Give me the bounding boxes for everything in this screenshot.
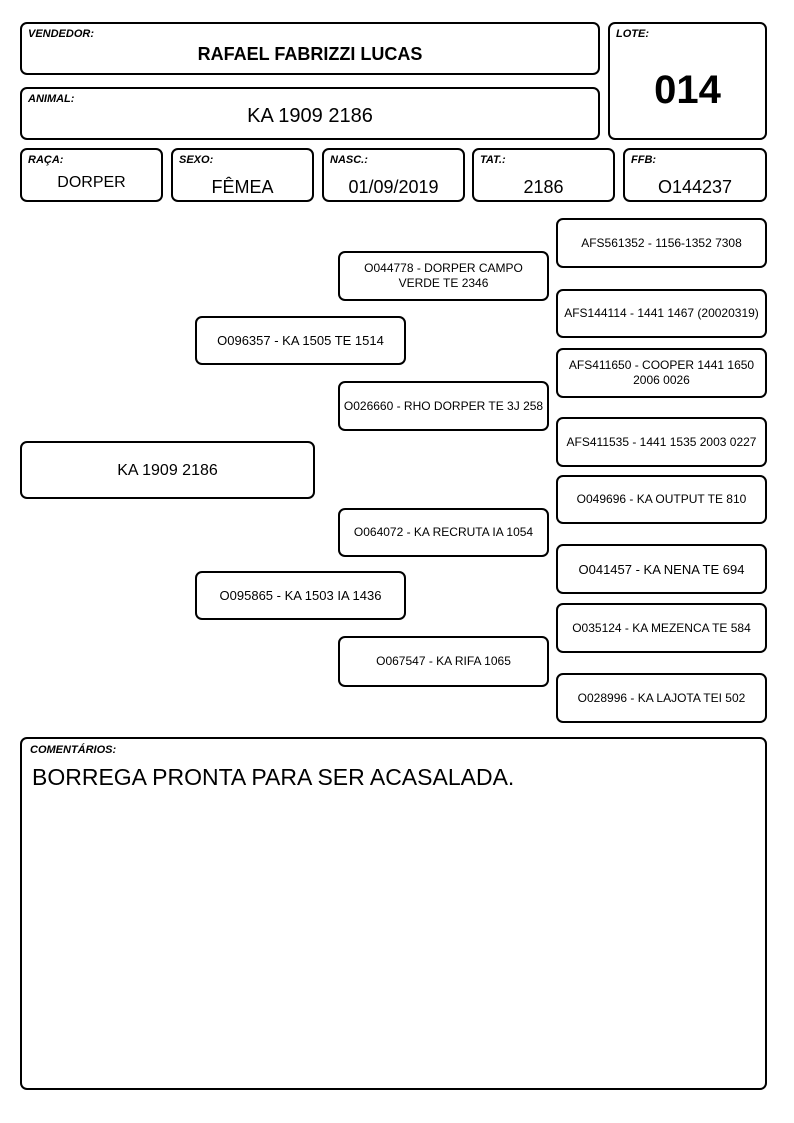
ffb-label: FFB: bbox=[631, 154, 657, 166]
pedigree-dam-dam-text: O067547 - KA RIFA 1065 bbox=[376, 654, 511, 668]
pedigree-sire-sire: O044778 - DORPER CAMPO VERDE TE 2346 bbox=[338, 251, 549, 301]
tat-box: TAT.: 2186 bbox=[472, 148, 615, 202]
lote-label: LOTE: bbox=[616, 28, 649, 40]
pedigree-ggp-6-text: O041457 - KA NENA TE 694 bbox=[578, 561, 745, 577]
pedigree-ggp-5: O049696 - KA OUTPUT TE 810 bbox=[556, 475, 767, 524]
animal-value: KA 1909 2186 bbox=[247, 105, 373, 127]
raca-box: RAÇA: DORPER bbox=[20, 148, 163, 202]
tat-label: TAT.: bbox=[480, 154, 506, 166]
pedigree-sire-sire-text: O044778 - DORPER CAMPO VERDE TE 2346 bbox=[364, 261, 523, 290]
pedigree-ggp-4: AFS411535 - 1441 1535 2003 0227 bbox=[556, 417, 767, 467]
pedigree-dam-dam: O067547 - KA RIFA 1065 bbox=[338, 636, 549, 687]
comments-text: BORREGA PRONTA PARA SER ACASALADA. bbox=[32, 764, 515, 790]
animal-box: ANIMAL: KA 1909 2186 bbox=[20, 87, 600, 140]
pedigree-dam-text: O095865 - KA 1503 IA 1436 bbox=[219, 588, 382, 603]
pedigree-ggp-1: AFS561352 - 1156-1352 7308 bbox=[556, 218, 767, 268]
animal-label: ANIMAL: bbox=[28, 93, 75, 105]
raca-label: RAÇA: bbox=[28, 154, 64, 166]
sexo-value: FÊMEA bbox=[211, 177, 274, 197]
pedigree-sire: O096357 - KA 1505 TE 1514 bbox=[195, 316, 406, 365]
pedigree-dam-sire-text: O064072 - KA RECRUTA IA 1054 bbox=[353, 525, 534, 539]
vendedor-label: VENDEDOR: bbox=[28, 28, 95, 40]
pedigree-dam-sire: O064072 - KA RECRUTA IA 1054 bbox=[338, 508, 549, 557]
pedigree-ggp-1-text: AFS561352 - 1156-1352 7308 bbox=[581, 235, 742, 250]
pedigree-ggp-2: AFS144114 - 1441 1467 (20020319) bbox=[556, 289, 767, 338]
pedigree-ggp-4-text: AFS411535 - 1441 1535 2003 0227 bbox=[566, 434, 757, 449]
pedigree-ggp-7-text: O035124 - KA MEZENCA TE 584 bbox=[572, 620, 751, 635]
ffb-box: FFB: O144237 bbox=[623, 148, 767, 202]
pedigree-sire-dam-text: O026660 - RHO DORPER TE 3J 258 bbox=[343, 398, 544, 413]
pedigree-ggp-5-text: O049696 - KA OUTPUT TE 810 bbox=[576, 492, 747, 506]
pedigree-ggp-7: O035124 - KA MEZENCA TE 584 bbox=[556, 603, 767, 653]
raca-value: DORPER bbox=[57, 174, 126, 191]
pedigree-animal-text: KA 1909 2186 bbox=[117, 461, 218, 479]
comments-box: COMENTÁRIOS: BORREGA PRONTA PARA SER ACA… bbox=[20, 737, 767, 1090]
lote-box: LOTE: 014 bbox=[608, 22, 767, 140]
sexo-label: SEXO: bbox=[179, 154, 214, 166]
tat-value: 2186 bbox=[523, 177, 564, 197]
sexo-box: SEXO: FÊMEA bbox=[171, 148, 314, 202]
vendedor-value: RAFAEL FABRIZZI LUCAS bbox=[197, 44, 423, 64]
pedigree-sire-dam: O026660 - RHO DORPER TE 3J 258 bbox=[338, 381, 549, 431]
pedigree-ggp-3: AFS411650 - COOPER 1441 1650 2006 0026 bbox=[556, 348, 767, 398]
comments-label: COMENTÁRIOS: bbox=[30, 744, 117, 756]
pedigree-animal: KA 1909 2186 bbox=[20, 441, 315, 499]
vendedor-box: VENDEDOR: RAFAEL FABRIZZI LUCAS bbox=[20, 22, 600, 75]
ffb-value: O144237 bbox=[657, 177, 733, 197]
pedigree-ggp-6: O041457 - KA NENA TE 694 bbox=[556, 544, 767, 594]
nasc-label: NASC.: bbox=[330, 154, 368, 166]
nasc-value: 01/09/2019 bbox=[348, 177, 439, 197]
nasc-box: NASC.: 01/09/2019 bbox=[322, 148, 465, 202]
pedigree-ggp-8: O028996 - KA LAJOTA TEI 502 bbox=[556, 673, 767, 723]
pedigree-sire-text: O096357 - KA 1505 TE 1514 bbox=[217, 333, 384, 348]
pedigree-dam: O095865 - KA 1503 IA 1436 bbox=[195, 571, 406, 620]
pedigree-ggp-3-text: AFS411650 - COOPER 1441 1650 2006 0026 bbox=[568, 358, 755, 387]
pedigree-ggp-8-text: O028996 - KA LAJOTA TEI 502 bbox=[577, 690, 746, 705]
lote-value: 014 bbox=[654, 68, 721, 112]
pedigree-ggp-2-text: AFS144114 - 1441 1467 (20020319) bbox=[564, 306, 759, 320]
